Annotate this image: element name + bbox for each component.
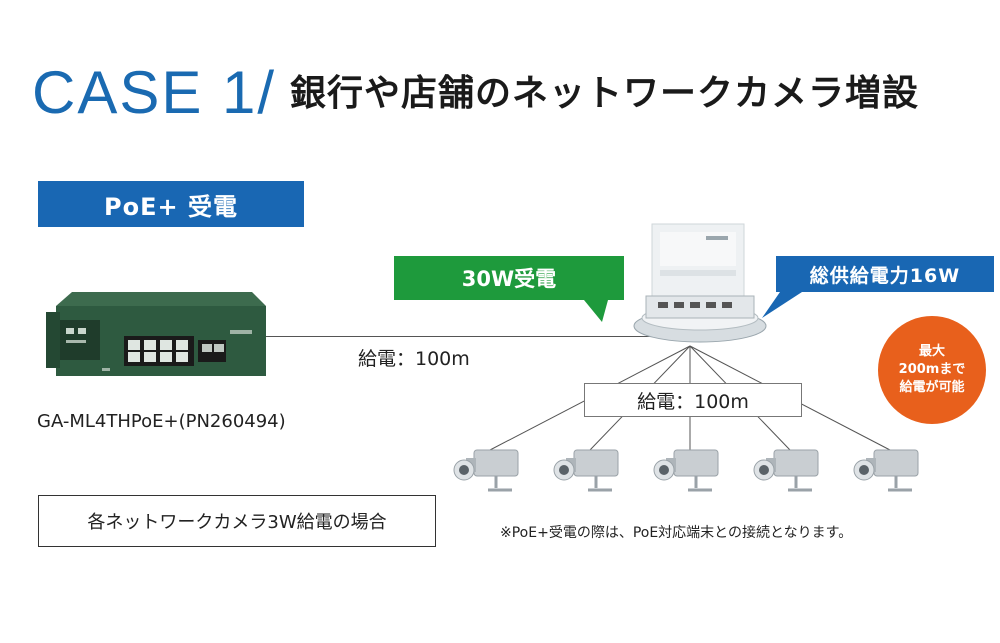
received-power-callout [394,256,624,322]
poe-receive-badge: PoE+ 受電 [38,181,304,227]
cable-line-main [255,336,650,337]
camera-icon [753,449,819,492]
max-distance-line-1: 最大 [918,344,945,359]
camera-icon [453,449,519,492]
condition-note-box: 各ネットワークカメラ3W給電の場合 [38,495,436,547]
cable-label-branch: 給電：100m [584,383,802,417]
camera-icon [853,449,919,492]
switch-model-label: GA-ML4THPoE+(PN260494) [37,411,286,432]
received-power-label: 30W受電 [461,267,557,291]
network-switch-icon [46,292,266,376]
access-point-icon [633,223,767,343]
max-distance-line-3: 給電が可能 [899,380,965,395]
cable-label-main: 給電：100m [358,348,470,370]
camera-icon [553,449,619,492]
max-distance-line-2: 200mまで [898,362,966,377]
total-power-callout [762,256,994,318]
max-distance-badge: 最大 200mまで 給電が可能 [878,316,986,424]
page-title: 銀行や店舗のネットワークカメラ増設 [290,73,920,114]
total-power-label: 総供給電力16W [809,264,961,287]
camera-icon [653,449,719,492]
footnote: ※PoE+受電の際は、PoE対応端末との接続となります。 [500,525,853,541]
case-label: CASE 1/ [32,59,277,126]
